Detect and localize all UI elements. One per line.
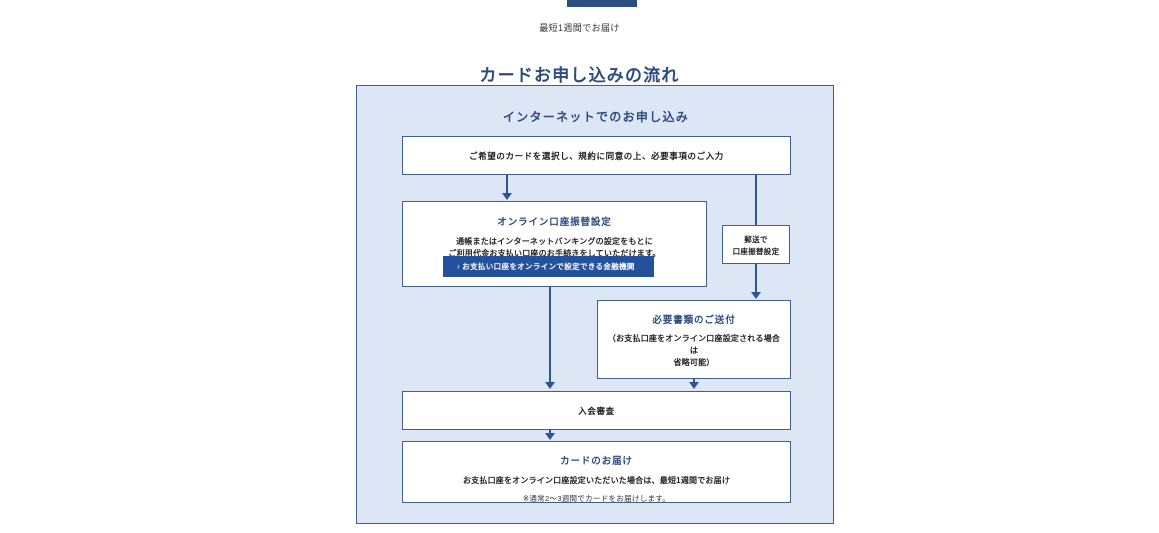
connector-mail-to-documents <box>755 264 757 293</box>
flow-node-required-documents-line2: は <box>689 346 699 355</box>
flow-node-required-documents-title: 必要書類のご送付 <box>652 315 736 326</box>
connector-documents-to-screening-arrow <box>689 382 699 389</box>
flow-node-required-documents-line1: （お支払口座をオンライン口座設定される場合 <box>607 334 781 343</box>
flow-node-online-account-setup-title: オンライン口座振替設定 <box>497 217 612 228</box>
flow-node-mail-account-setup-line2: 口座振替設定 <box>732 246 780 256</box>
flow-node-mail-account-setup-line1: 郵送で <box>744 235 768 244</box>
online-bank-list-button[interactable]: › お支払い口座をオンラインで設定できる金融機関 <box>443 256 654 277</box>
flow-node-card-delivery-title: カードのお届け <box>560 456 633 467</box>
flow-node-required-documents-line3: 省略可能） <box>673 358 715 367</box>
connector-online-to-screening <box>549 287 551 383</box>
flow-node-select-card: ご希望のカードを選択し、規約に同意の上、必要事項のご入力 <box>402 136 791 175</box>
online-bank-list-button-label: お支払い口座をオンラインで設定できる金融機関 <box>462 262 635 271</box>
intro-note: 最短1週間でお届け <box>539 23 620 33</box>
flow-node-card-delivery-note: ※通常2〜3週間でカードをお届けします。 <box>522 494 671 503</box>
flow-node-online-account-setup-line1: 通帳またはインターネットバンキングの設定をもとに <box>456 237 653 246</box>
flow-node-mail-account-setup: 郵送で 口座振替設定 <box>722 225 790 264</box>
connector-apply-to-online <box>506 175 508 194</box>
top-navigation-bar-fragment <box>567 0 637 7</box>
connector-mail-to-documents-arrow <box>751 292 761 299</box>
connector-online-to-screening-arrow <box>545 382 555 389</box>
flow-node-required-documents: 必要書類のご送付 （お支払口座をオンライン口座設定される場合 は 省略可能） <box>597 300 791 379</box>
flow-node-screening-label: 入会審査 <box>578 406 615 416</box>
connector-screening-to-delivery-arrow <box>545 433 555 440</box>
chevron-right-icon: › <box>457 262 461 271</box>
flow-node-select-card-label: ご希望のカードを選択し、規約に同意の上、必要事項のご入力 <box>469 151 724 161</box>
flow-node-card-delivery-body: お支払口座をオンライン口座設定いただいた場合は、最短1週間でお届け <box>462 476 731 485</box>
connector-documents-to-screening <box>693 379 695 383</box>
page-title: カードお申し込みの流れ <box>479 66 680 86</box>
flow-node-screening: 入会審査 <box>402 391 791 430</box>
connector-apply-to-mail <box>755 175 757 225</box>
connector-screening-to-delivery <box>549 430 551 435</box>
flow-node-card-delivery: カードのお届け お支払口座をオンライン口座設定いただいた場合は、最短1週間でお届… <box>402 441 791 503</box>
flow-node-online-account-setup-line2: ご利用代金お支払い口座のお手続きをしていただけます。 <box>448 249 661 258</box>
application-flow-panel: インターネットでのお申し込み ご希望のカードを選択し、規約に同意の上、必要事項の… <box>356 85 834 524</box>
connector-apply-to-online-arrow <box>502 193 512 200</box>
flow-panel-heading: インターネットでのお申し込み <box>502 110 690 124</box>
